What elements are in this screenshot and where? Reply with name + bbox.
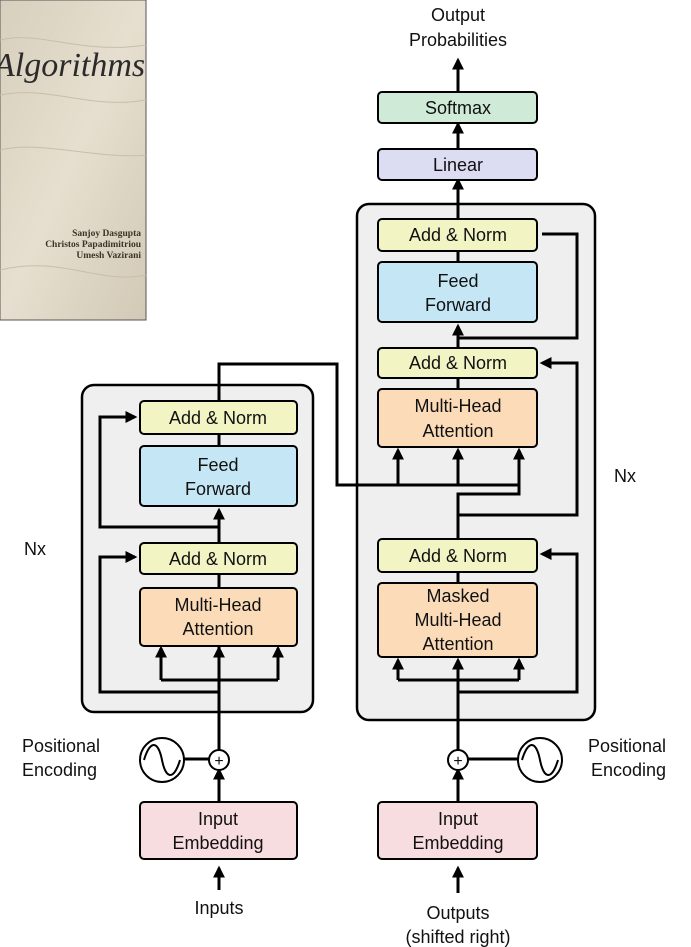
decoder-feed-forward-line1: Feed [437, 271, 478, 291]
linear-box: Linear [377, 148, 538, 181]
encoder-input-embedding-line1: Input [198, 809, 238, 829]
book-author-2: Christos Papadimitriou [45, 240, 142, 250]
linear-label: Linear [433, 155, 483, 175]
encoder-add-norm-bottom-label: Add & Norm [169, 549, 267, 569]
outputs-label-line1: Outputs [426, 903, 489, 923]
encoder-positional-encoding-icon [139, 737, 185, 783]
encoder-add-norm-top: Add & Norm [139, 400, 298, 435]
encoder-add-norm-bottom: Add & Norm [139, 542, 298, 575]
decoder-feed-forward: Feed Forward [377, 261, 538, 323]
decoder-masked-attention: Masked Multi-Head Attention [377, 582, 538, 658]
outputs-label-line2: (shifted right) [405, 927, 510, 947]
output-label-line1: Output [431, 5, 485, 25]
decoder-add-norm-top-label: Add & Norm [409, 225, 507, 245]
book-cover: Algorithms Sanjoy Dasgupta Christos Papa… [0, 0, 147, 321]
book-author-1: Sanjoy Dasgupta [72, 229, 141, 239]
decoder-adder-symbol: + [453, 753, 462, 770]
encoder-positional-label-line1: Positional [22, 736, 100, 756]
book-author-3: Umesh Vazirani [76, 251, 141, 261]
encoder-feed-forward: Feed Forward [139, 445, 298, 507]
inputs-label: Inputs [194, 898, 243, 918]
decoder-nx-label: Nx [614, 466, 636, 486]
encoder-add-norm-top-label: Add & Norm [169, 408, 267, 428]
decoder-embedding-line2: Embedding [412, 833, 503, 853]
decoder-positional-encoding-icon [517, 737, 563, 783]
decoder-masked-attention-line1: Masked [426, 586, 489, 606]
output-label-line2: Probabilities [409, 30, 507, 50]
decoder-masked-attention-line2: Multi-Head [414, 610, 501, 630]
decoder-adder: + [447, 749, 469, 771]
encoder-feed-forward-line1: Feed [197, 455, 238, 475]
encoder-attention-line1: Multi-Head [174, 595, 261, 615]
encoder-adder: + [208, 749, 230, 771]
decoder-output-embedding: Input Embedding [377, 801, 538, 860]
encoder-positional-label-line2: Encoding [22, 760, 97, 780]
decoder-cross-attention-line1: Multi-Head [414, 396, 501, 416]
encoder-feed-forward-line2: Forward [185, 479, 251, 499]
softmax-label: Softmax [425, 98, 491, 118]
book-cover-texture [0, 37, 147, 278]
decoder-add-norm-bottom: Add & Norm [377, 538, 538, 573]
decoder-masked-attention-line3: Attention [422, 634, 493, 654]
encoder-attention: Multi-Head Attention [139, 587, 298, 647]
encoder-nx-label: Nx [24, 539, 46, 559]
decoder-add-norm-top: Add & Norm [377, 218, 538, 252]
decoder-add-norm-bottom-label: Add & Norm [409, 546, 507, 566]
softmax-box: Softmax [377, 91, 538, 124]
encoder-adder-symbol: + [214, 753, 223, 770]
output-probabilities: Output Probabilities [409, 5, 507, 50]
decoder-cross-attention-line2: Attention [422, 421, 493, 441]
book-title: Algorithms [0, 47, 145, 84]
decoder-cross-attention: Multi-Head Attention [377, 388, 538, 448]
decoder-feed-forward-line2: Forward [425, 295, 491, 315]
decoder-positional-label-line2: Encoding [591, 760, 666, 780]
decoder-embedding-line1: Input [438, 809, 478, 829]
decoder-positional-label-line1: Positional [588, 736, 666, 756]
decoder-add-norm-middle-label: Add & Norm [409, 353, 507, 373]
book-cover-background [0, 0, 147, 321]
encoder-input-embedding: Input Embedding [139, 801, 298, 860]
encoder-input-embedding-line2: Embedding [172, 833, 263, 853]
encoder-attention-line2: Attention [182, 619, 253, 639]
decoder-add-norm-middle: Add & Norm [377, 347, 538, 379]
